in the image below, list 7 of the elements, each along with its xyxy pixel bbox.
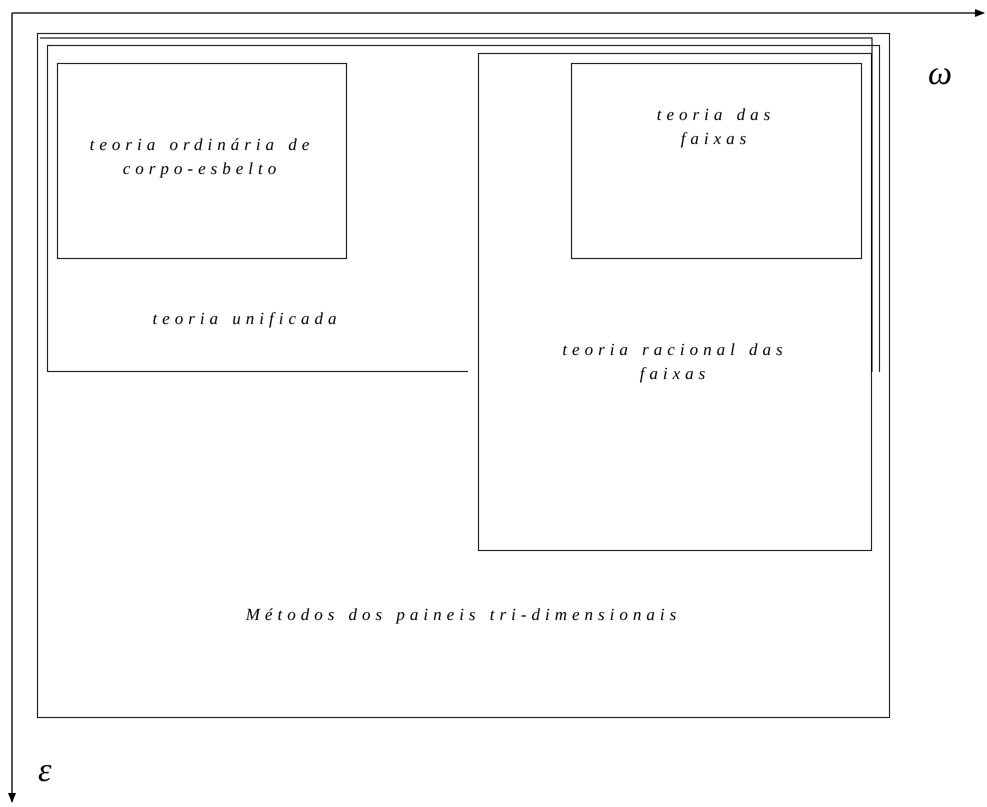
region-label: teoria das faixas [656, 104, 776, 150]
axis-label: ε [38, 752, 52, 790]
region-label: Métodos dos paineis tri-dimensionais [244, 604, 682, 626]
region-label: teoria ordinária de corpo-esbelto [88, 134, 316, 180]
region-label: teoria unificada [151, 308, 343, 330]
axis-label: ω [928, 55, 952, 93]
region-label: teoria racional das faixas [561, 339, 789, 385]
